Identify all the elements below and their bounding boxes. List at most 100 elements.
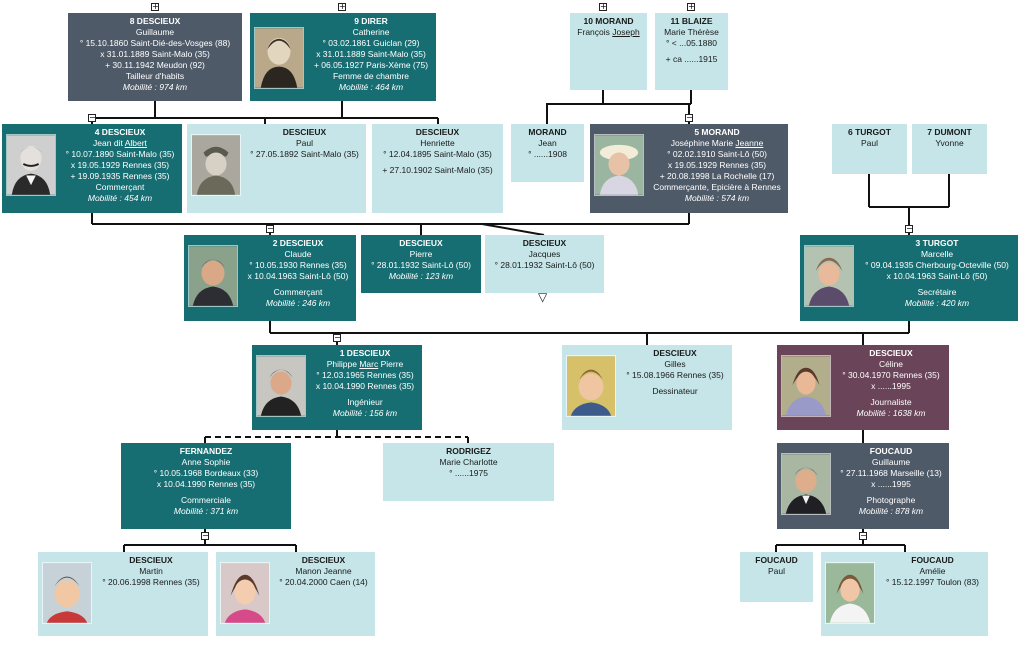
person-name: 1 DESCIEUX [339,348,391,358]
person-name: RODRIGEZ [446,446,491,456]
marriage-line: x 19.05.1929 Rennes (35) [70,160,170,170]
birth-line: ° 12.04.1895 Saint-Malo (35) [383,149,492,159]
portrait-photo [804,245,854,307]
collapse-toggle-icon[interactable]: − [88,113,96,122]
person-name: 8 DESCIEUX [129,16,181,26]
occupation: Secrétaire [917,287,957,297]
birth-line: ° 15.10.1860 Saint-Dié-des-Vosges (88) [79,38,231,48]
birth-line: ° ......1975 [449,468,488,478]
expand-toggle-icon[interactable]: + [599,2,607,11]
expand-toggle-icon[interactable]: + [151,2,159,11]
person-name: DESCIEUX [653,348,697,358]
collapse-toggle-icon[interactable]: − [905,224,913,233]
birth-line: ° 28.01.1932 Saint-Lô (50) [494,260,595,270]
mobility: Mobilité : 878 km [858,506,924,516]
person-name: 11 BLAIZE [670,16,713,26]
portrait-photo [42,562,92,624]
marriage-line: x 31.01.1889 Saint-Malo (35) [316,49,426,59]
portrait-photo [220,562,270,624]
mobility: Mobilité : 574 km [684,193,750,203]
person-name: 2 DESCIEUX [272,238,324,248]
person-card-jean-morand[interactable]: MORAND Jean ° ......1908 [511,124,584,182]
person-name: 9 DIRER [354,16,388,26]
person-card-henriette-descieux[interactable]: DESCIEUX Henriette ° 12.04.1895 Saint-Ma… [372,124,503,213]
person-card-jacques-descieux[interactable]: DESCIEUX Jacques ° 28.01.1932 Saint-Lô (… [485,235,604,293]
given-names: Paul [860,138,878,148]
given-names: Gilles [664,359,686,369]
expand-toggle-icon[interactable]: + [687,2,695,11]
birth-line: ° 10.07.1890 Saint-Malo (35) [65,149,175,159]
given-names: Anne Sophie [181,457,231,467]
given-names: Philippe Marc Pierre [312,359,418,370]
given-names: Amélie [919,566,946,576]
given-rest: Pierre [378,359,404,369]
collapse-toggle-icon[interactable]: − [685,113,693,122]
birth-line: ° ......1908 [528,149,567,159]
given-first: Jean dit [93,138,125,148]
person-card-martin-descieux[interactable]: DESCIEUX Martin ° 20.06.1998 Rennes (35) [38,552,208,636]
collapse-toggle-icon[interactable]: − [859,531,867,540]
mobility: Mobilité : 420 km [904,298,970,308]
collapse-toggle-icon[interactable]: − [333,333,341,342]
person-name: DESCIEUX [301,555,346,565]
person-name: MORAND [528,127,567,137]
given-names: Marcelle [920,249,954,259]
person-card-paul-descieux[interactable]: DESCIEUX Paul ° 27.05.1892 Saint-Malo (3… [187,124,366,213]
person-card-anne-sophie-fernandez[interactable]: FERNANDEZ Anne Sophie ° 10.05.1968 Borde… [121,443,291,529]
person-card-amelie-foucaud[interactable]: FOUCAUD Amélie ° 15.12.1997 Toulon (83) [821,552,988,636]
person-card-guillaume-foucaud[interactable]: FOUCAUD Guillaume ° 27.11.1968 Marseille… [777,443,949,529]
given-usual: Albert [124,138,147,148]
portrait-photo [256,355,306,417]
person-name: 5 MORAND [694,127,740,137]
collapse-toggle-icon[interactable]: − [266,224,274,233]
person-name: DESCIEUX [869,348,913,358]
portrait-photo [781,453,831,515]
given-names: Marie Charlotte [439,457,498,467]
person-card-pierre-descieux[interactable]: DESCIEUX Pierre ° 28.01.1932 Saint-Lô (5… [361,235,481,293]
given-names: Manon Jeanne [295,566,352,576]
given-names: Pierre [409,249,433,259]
marriage-line: x 10.04.1990 Rennes (35) [156,479,256,489]
given-names: Catherine [352,27,390,37]
person-card-marc-descieux[interactable]: 1 DESCIEUX Philippe Marc Pierre ° 12.03.… [252,345,422,430]
birth-line: ° 09.04.1935 Cherbourg-Octeville (50) [865,260,1009,270]
mobility: Mobilité : 156 km [332,408,398,418]
birth-line: ° 27.11.1968 Marseille (13) [840,468,942,478]
mobility: Mobilité : 371 km [173,506,239,516]
person-card-josephine-morand[interactable]: 5 MORAND Joséphine Marie Jeanne ° 02.02.… [590,124,788,213]
person-name: 6 TURGOT [848,127,891,137]
person-card-guillaume-descieux[interactable]: 8 DESCIEUX Guillaume ° 15.10.1860 Saint-… [68,13,242,101]
more-siblings-indicator[interactable]: ▽ [538,290,548,304]
person-card-marie-therese-blaize[interactable]: 11 BLAIZE Marie Thérèse ° < ...05.1880 +… [655,13,728,90]
person-card-albert-descieux[interactable]: 4 DESCIEUX Jean dit Albert ° 10.07.1890 … [2,124,182,213]
given-usual: Marc [359,359,379,369]
person-card-celine-descieux[interactable]: DESCIEUX Céline ° 30.04.1970 Rennes (35)… [777,345,949,430]
birth-line: ° 28.01.1932 Saint-Lô (50) [371,260,471,270]
person-card-gilles-descieux[interactable]: DESCIEUX Gilles ° 15.08.1966 Rennes (35)… [562,345,732,430]
given-names: Guillaume [135,27,175,37]
given-names: Joséphine Marie Jeanne [650,138,784,149]
birth-line: ° 10.05.1930 Rennes (35) [249,260,347,270]
expand-toggle-icon[interactable]: + [338,2,346,11]
birth-line: ° 12.03.1965 Rennes (35) [316,370,414,380]
person-name: 4 DESCIEUX [94,127,146,137]
person-card-yvonne-dumont[interactable]: 7 DUMONT Yvonne [912,124,987,174]
death-line: + 27.10.1902 Saint-Malo (35) [382,165,493,175]
person-card-francois-morand[interactable]: 10 MORAND François Joseph [570,13,647,90]
collapse-toggle-icon[interactable]: − [201,531,209,540]
occupation: Ingénieur [347,397,383,407]
person-card-claude-descieux[interactable]: 2 DESCIEUX Claude ° 10.05.1930 Rennes (3… [184,235,356,321]
given-names: Jean dit Albert [62,138,178,149]
person-card-marie-charlotte-rodrigez[interactable]: RODRIGEZ Marie Charlotte ° ......1975 [383,443,554,501]
person-card-paul-foucaud[interactable]: FOUCAUD Paul [740,552,813,602]
given-names: Jean [538,138,557,148]
person-card-catherine-direr[interactable]: 9 DIRER Catherine ° 03.02.1861 Guiclan (… [250,13,436,101]
person-name: FOUCAUD [755,555,798,565]
person-card-manon-descieux[interactable]: DESCIEUX Manon Jeanne ° 20.04.2000 Caen … [216,552,375,636]
person-card-paul-turgot[interactable]: 6 TURGOT Paul [832,124,907,174]
occupation: Tailleur d'habits [125,71,185,81]
marriage-line: x 10.04.1963 Saint-Lô (50) [247,271,349,281]
occupation: Commerciale [180,495,232,505]
person-card-marcelle-turgot[interactable]: 3 TURGOT Marcelle ° 09.04.1935 Cherbourg… [800,235,1018,321]
person-name: 10 MORAND [583,16,634,26]
